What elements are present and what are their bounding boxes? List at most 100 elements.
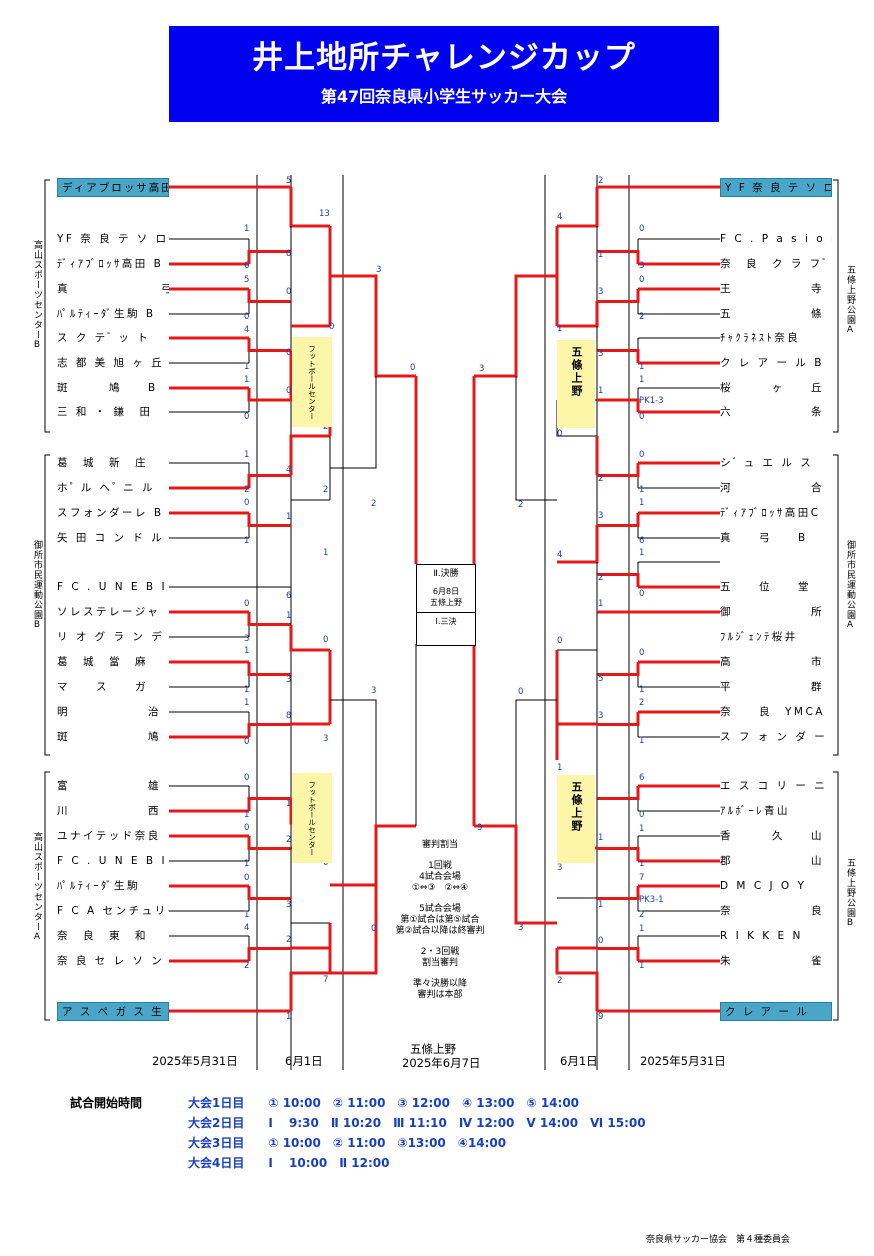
ref-line: 準々決勝以降 <box>412 979 467 989</box>
right-team-15: 御 所 <box>720 606 824 618</box>
right-team-4: 王 寺 <box>720 283 824 295</box>
bracket-line <box>597 847 640 861</box>
bracket-line <box>597 463 640 477</box>
page-title: 井上地所チャレンジカップ <box>252 40 636 76</box>
left-score: 4 <box>286 465 292 475</box>
right-score: 0 <box>639 412 645 422</box>
left-team-22: 川 西 <box>57 805 161 817</box>
bracket-line <box>597 513 640 527</box>
right-score: 3 <box>598 511 604 521</box>
schedule-day3: 大会3日目 ① 10:00 ② 11:00 ③13:00 ④14:00 <box>188 1136 507 1150</box>
right-score: 3 <box>518 923 524 933</box>
schedule-day2: 大会2日目 Ⅰ 9:30 Ⅱ 10:20 Ⅲ 11:10 Ⅳ 12:00 Ⅴ 1… <box>188 1116 646 1130</box>
left-score: 0 <box>244 823 250 833</box>
right-team-19: 奈 良 YMCA <box>720 706 825 718</box>
bracket-line <box>247 289 291 303</box>
third-place-label: Ⅰ.三決 <box>417 612 475 627</box>
bracket-line <box>474 274 557 378</box>
left-score: 0 <box>410 363 416 373</box>
right-score: 4 <box>557 550 563 560</box>
right-score: 1 <box>557 763 563 773</box>
pk-note-a: PK1-3 <box>639 396 664 406</box>
right-score: 1 <box>639 924 645 934</box>
left-score: 0 <box>286 386 292 396</box>
left-team-11: ホ ゚ ル へ ゚ ニ ル <box>57 482 156 494</box>
footer: 奈良県サッカー協会 第４種委員会 <box>646 1235 791 1245</box>
right-team-29: ク レ ア ー ル <box>720 1002 832 1021</box>
right-team-22: ｱﾙﾎﾞｰﾚ青山 <box>720 805 790 817</box>
date-final-place: 五條上野 <box>410 1042 456 1056</box>
date-round1-right: 2025年5月31日 <box>640 1054 726 1068</box>
final-label: Ⅱ.決勝 <box>433 569 459 579</box>
left-score: 3 <box>376 265 382 275</box>
venue-label-left-top: 高山スポーツセンターB <box>32 240 42 351</box>
right-team-10: シ ゙ ュ エ ル ス <box>720 457 814 469</box>
right-team-6: ﾁｬｸﾗﾈｽﾄ奈良 <box>720 332 801 344</box>
left-score: 1 <box>286 1012 292 1022</box>
right-score: 0 <box>518 687 524 697</box>
venue-box-label: フットボールセンター <box>307 345 317 420</box>
left-team-25: ﾊﾟﾙﾃｨｰﾀﾞ生駒 <box>57 880 140 892</box>
left-team-7: 志 都 美 旭 ヶ 丘 <box>57 357 165 369</box>
left-team-8: 斑 鳩 B <box>57 382 158 394</box>
right-score: 9 <box>477 823 483 833</box>
bracket-line <box>330 699 377 826</box>
left-score: 1 <box>286 799 292 809</box>
right-score: 6 <box>639 536 645 546</box>
right-score: 0 <box>639 810 645 820</box>
bracket-line <box>247 612 291 626</box>
right-score: 1 <box>598 900 604 910</box>
left-score: 3 <box>286 900 292 910</box>
right-team-3: 奈 良 ク ラ フ ゙ <box>720 258 828 270</box>
right-score: 9 <box>598 1012 604 1022</box>
schedule-day4: 大会4日目 Ⅰ 10:00 Ⅱ 12:00 <box>188 1156 390 1170</box>
bracket-line <box>597 662 640 676</box>
right-score: 1 <box>639 485 645 495</box>
left-score: 6 <box>286 591 292 601</box>
left-team-27: 奈 良 東 和 <box>57 930 148 942</box>
left-score: 2 <box>244 485 250 495</box>
ref-line: 5試合会場 <box>419 904 461 914</box>
left-team-20: 斑 鳩 <box>57 731 161 743</box>
left-score: 3 <box>244 634 250 644</box>
bracket-line <box>597 250 640 264</box>
bracket-line <box>247 723 291 737</box>
right-score: 2 <box>598 176 604 186</box>
ref-line: 審判割当 <box>421 840 458 850</box>
pk-note-b: PK3-1 <box>639 895 664 905</box>
right-team-18: 平 群 <box>720 681 824 693</box>
page-subtitle: 第47回奈良県小学生サッカー大会 <box>320 87 568 106</box>
left-score: 4 <box>244 923 250 933</box>
right-score: 1 <box>639 362 645 372</box>
right-score: 3 <box>598 349 604 359</box>
left-score: 1 <box>286 512 292 522</box>
left-team-14: F C . U N E B I <box>57 581 168 593</box>
schedule-label: 試合開始時間 <box>70 1096 143 1110</box>
bracket-line <box>289 434 330 475</box>
left-score: 1 <box>244 698 250 708</box>
header-banner: 井上地所チャレンジカップ 第47回奈良県小学生サッカー大会 <box>169 26 719 122</box>
left-score: 0 <box>323 635 329 645</box>
right-team-17: 高 市 <box>720 656 824 668</box>
right-score: 0 <box>639 648 645 658</box>
right-team-9: 六 条 <box>720 406 824 418</box>
left-score: 0 <box>244 737 250 747</box>
right-score: 1 <box>639 859 645 869</box>
bracket-line <box>247 886 291 900</box>
right-score: 3 <box>598 711 604 721</box>
left-team-3: ﾃﾞｨｱﾌﾞﾛｯｻ高田 B <box>57 258 164 270</box>
right-score: 2 <box>598 474 604 484</box>
left-score: 0 <box>329 322 335 332</box>
right-team-16: ﾌﾙｼﾞｪﾝﾃ桜井 <box>720 631 798 643</box>
bracket-line <box>289 971 330 1011</box>
right-team-7: ク レ ア ー ル B <box>720 357 824 369</box>
left-score: 0 <box>286 348 292 358</box>
left-score: 6 <box>244 261 250 271</box>
right-score: 1 <box>639 736 645 746</box>
left-team-29: ア ス ペ ガ ス 生 駒 <box>57 1002 169 1021</box>
right-team-23: 香 久 山 <box>720 830 824 842</box>
right-score: 0 <box>639 275 645 285</box>
right-score: 1 <box>598 599 604 609</box>
right-score: 1 <box>557 324 563 334</box>
date-round2-left: 6月1日 <box>285 1054 323 1068</box>
